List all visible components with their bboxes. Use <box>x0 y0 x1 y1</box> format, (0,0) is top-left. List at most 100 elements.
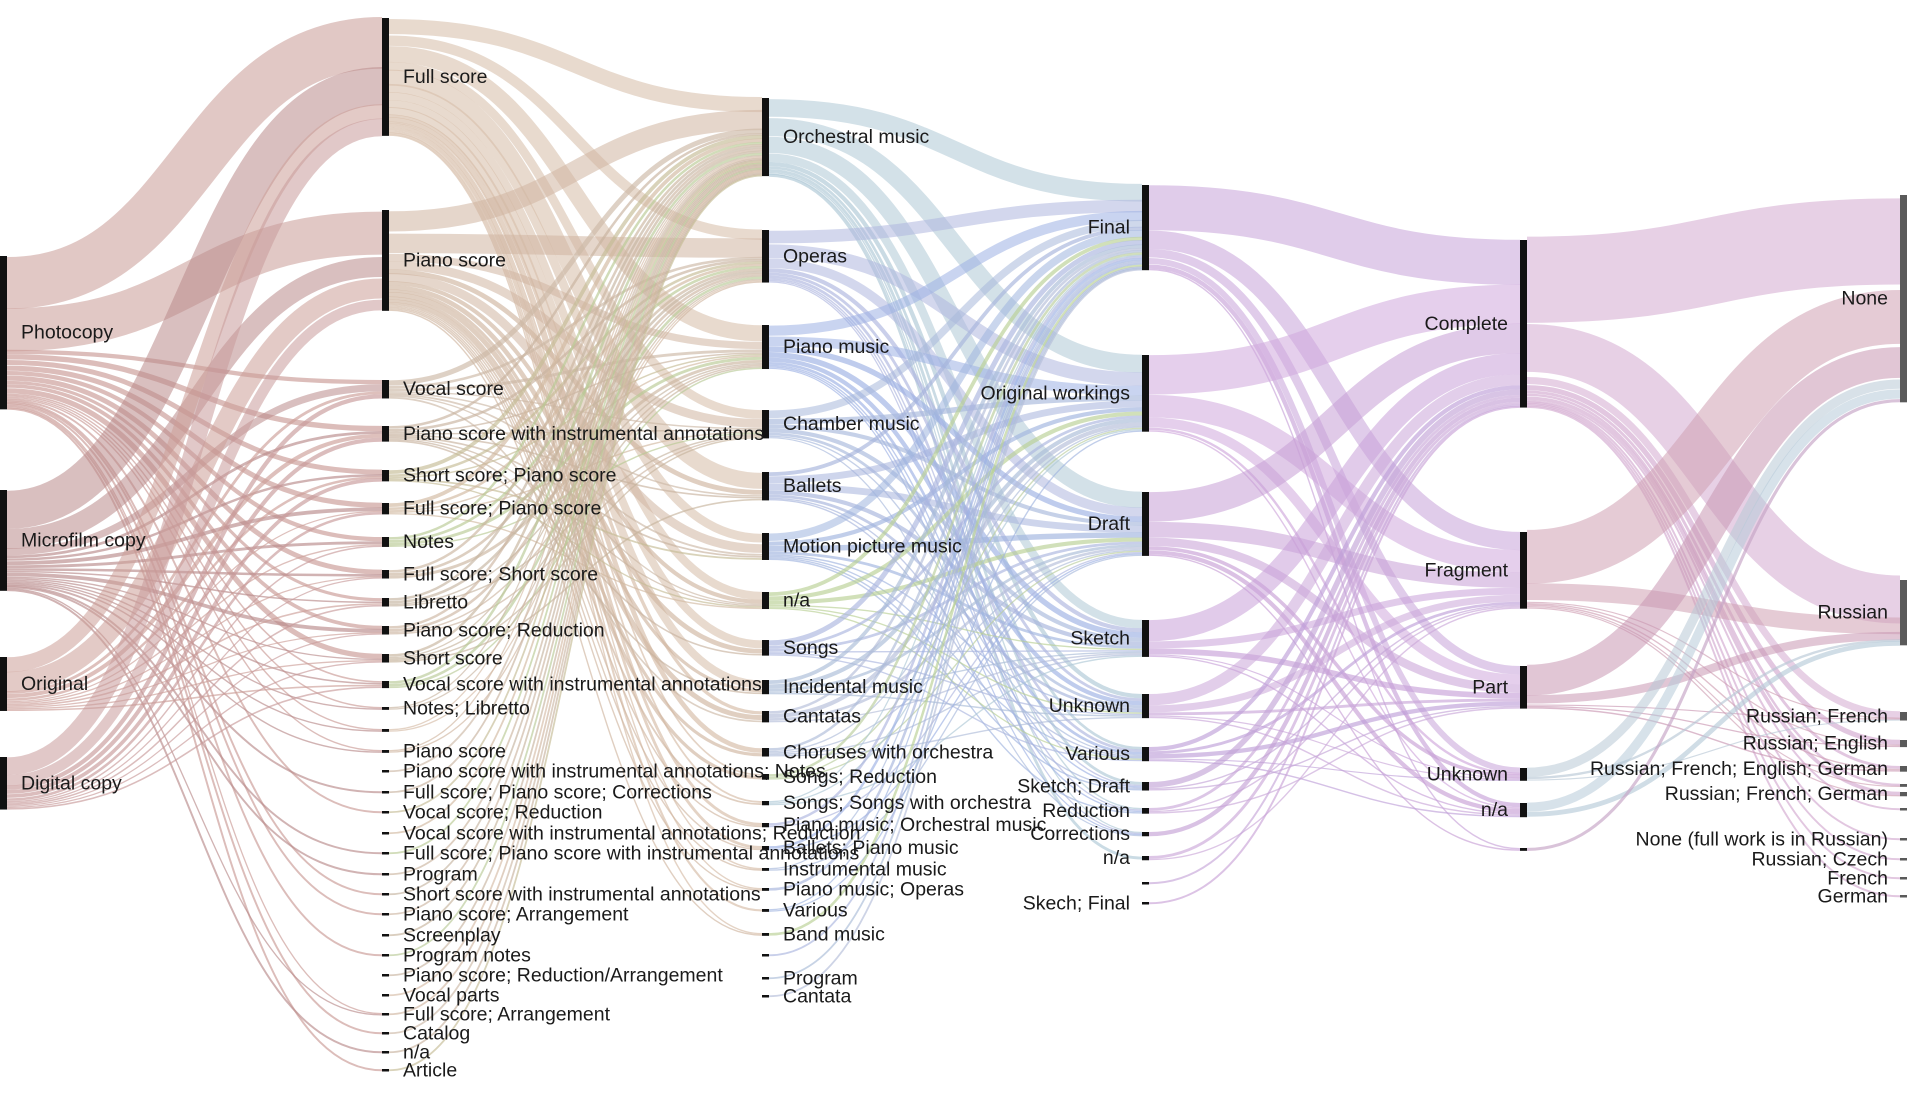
link-document_type-to-genre <box>388 259 763 432</box>
link-format-to-document_type <box>6 588 383 1016</box>
link-format-to-document_type <box>6 633 383 807</box>
link-genre-to-stage <box>768 549 1143 754</box>
link-document_type-to-genre <box>388 172 763 1035</box>
link-document_type-to-genre <box>388 165 763 916</box>
node-bar-document_type <box>382 893 389 896</box>
link-document_type-to-genre <box>388 156 763 731</box>
node-bar-genre <box>762 977 769 980</box>
node-bar-document_type <box>382 791 389 794</box>
link-genre-to-stage <box>768 268 1143 998</box>
link-genre-to-stage <box>768 250 1143 751</box>
link-genre-to-stage <box>768 219 1143 419</box>
node-label-genre: Piano music; Orchestral music <box>783 814 1047 836</box>
link-completeness-to-language <box>1526 198 1901 323</box>
link-format-to-document_type <box>6 398 383 752</box>
node-label-format: Digital copy <box>21 772 122 794</box>
link-stage-to-completeness <box>1148 605 1521 813</box>
link-format-to-document_type <box>6 660 383 710</box>
node-bar-document_type <box>382 954 389 957</box>
node-label-document_type: Full score; Piano score <box>403 498 601 520</box>
link-document_type-to-genre <box>388 261 763 477</box>
node-bar-document_type <box>382 470 389 482</box>
node-label-genre: Choruses with orchestra <box>783 741 993 763</box>
node-bar-stage <box>1142 882 1149 885</box>
node-bar-document_type <box>382 750 389 753</box>
link-genre-to-stage <box>768 279 1143 811</box>
link-completeness-to-language <box>1526 389 1901 812</box>
node-label-document_type: Short score <box>403 647 503 669</box>
node-label-document_type: Notes <box>403 531 454 553</box>
link-format-to-document_type <box>6 433 383 699</box>
node-bar-document_type <box>382 873 389 876</box>
link-stage-to-completeness <box>1148 385 1521 752</box>
link-genre-to-stage <box>768 551 1143 828</box>
node-bar-completeness <box>1520 532 1527 609</box>
link-stage-to-completeness <box>1148 546 1521 779</box>
node-label-document_type: Vocal score <box>403 378 504 400</box>
link-genre-to-stage <box>768 407 1143 546</box>
node-bar-genre <box>762 592 769 610</box>
node-bar-document_type <box>382 1069 389 1072</box>
node-label-document_type: Piano score <box>403 740 506 762</box>
node-bar-completeness <box>1520 768 1527 781</box>
link-stage-to-completeness <box>1148 716 1521 816</box>
link-document_type-to-genre <box>388 128 763 386</box>
node-bar-stage <box>1142 808 1149 814</box>
link-document_type-to-genre <box>388 166 763 937</box>
link-genre-to-stage <box>768 272 1143 702</box>
node-bar-genre <box>762 533 769 560</box>
node-bar-completeness <box>1520 848 1527 851</box>
link-document_type-to-genre <box>388 158 763 773</box>
node-label-completeness: Complete <box>1425 313 1508 335</box>
link-genre-to-stage <box>768 266 1143 957</box>
link-genre-to-stage <box>768 267 1143 980</box>
link-genre-to-stage <box>768 361 1143 755</box>
node-bar-format <box>0 256 7 410</box>
node-label-genre: Songs <box>783 637 839 659</box>
link-genre-to-stage <box>768 422 1143 719</box>
node-label-document_type: Vocal score with instrumental annotation… <box>403 674 762 696</box>
link-completeness-to-language <box>1526 719 1901 781</box>
link-document_type-to-genre <box>388 435 763 635</box>
node-label-document_type: Full score; Arrangement <box>403 1003 611 1025</box>
node-bar-language <box>1900 195 1907 403</box>
link-document_type-to-genre <box>388 162 763 855</box>
node-bar-document_type <box>382 503 389 515</box>
node-bar-stage <box>1142 782 1149 791</box>
link-document_type-to-genre <box>388 305 763 851</box>
link-document_type-to-genre <box>388 35 763 240</box>
node-label-genre: Chamber music <box>783 413 920 435</box>
node-bar-document_type <box>382 994 389 997</box>
node-bar-stage <box>1142 355 1149 432</box>
link-genre-to-stage <box>768 236 1143 597</box>
node-label-document_type: Full score; Piano score; Corrections <box>403 781 712 803</box>
link-genre-to-stage <box>768 257 1143 849</box>
node-bar-genre <box>762 230 769 283</box>
node-label-document_type: Piano score with instrumental annotation… <box>403 760 826 782</box>
node-label-genre: Instrumental music <box>783 858 947 880</box>
link-format-to-document_type <box>6 400 383 896</box>
node-bar-genre <box>762 472 769 501</box>
link-format-to-document_type <box>6 104 383 673</box>
node-label-document_type: Short score with instrumental annotation… <box>403 883 761 905</box>
link-document_type-to-genre <box>388 306 763 871</box>
node-bar-document_type <box>382 729 389 732</box>
link-format-to-document_type <box>6 477 383 798</box>
link-genre-to-stage <box>768 430 1143 912</box>
link-genre-to-stage <box>768 346 1143 523</box>
node-label-genre: Program <box>783 967 858 989</box>
link-genre-to-stage <box>768 264 1143 936</box>
link-completeness-to-language <box>1526 631 1901 704</box>
link-completeness-to-language <box>1526 404 1901 880</box>
node-label-language: Russian; French; English; German <box>1590 758 1888 780</box>
link-stage-to-completeness <box>1148 604 1521 790</box>
link-document_type-to-genre <box>388 109 763 232</box>
node-bar-document_type <box>382 1013 389 1016</box>
link-document_type-to-genre <box>388 121 763 776</box>
link-document_type-to-genre <box>388 160 763 814</box>
link-document_type-to-genre <box>388 141 763 540</box>
node-bar-completeness <box>1520 666 1527 709</box>
link-format-to-document_type <box>6 577 383 685</box>
node-label-document_type: Full score; Short score <box>403 563 598 585</box>
node-bar-document_type <box>382 811 389 814</box>
